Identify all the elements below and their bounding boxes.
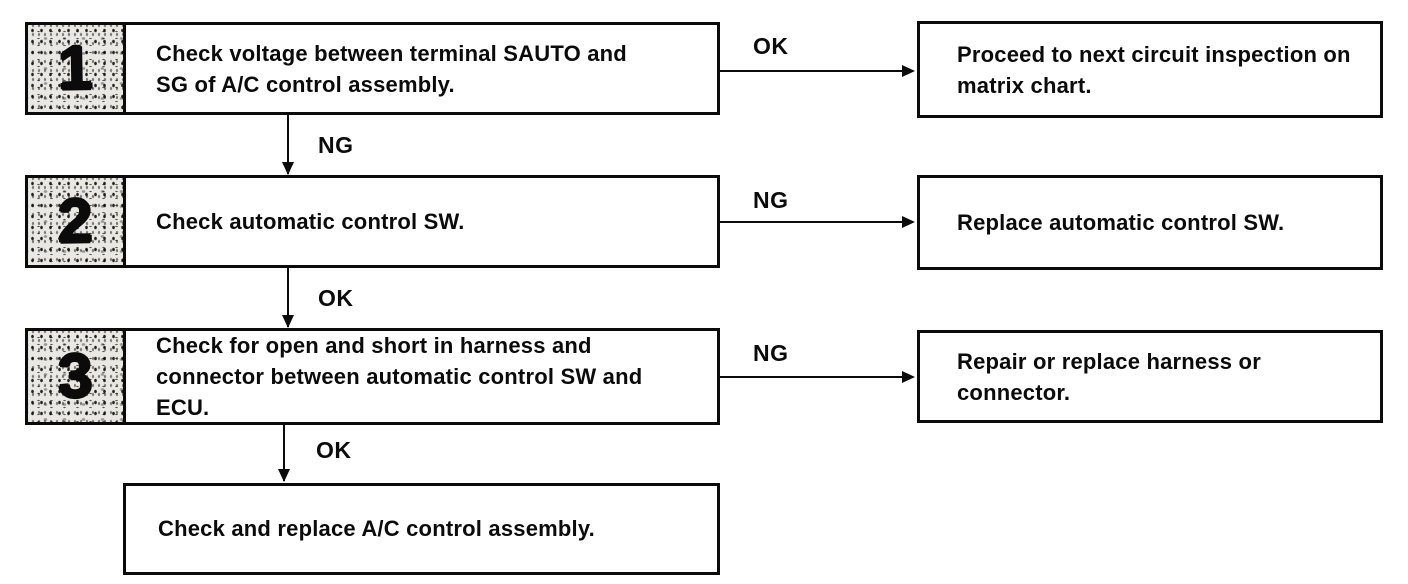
result1-text: Proceed to next circuit inspection on ma…	[957, 41, 1351, 98]
result2-text: Replace automatic control SW.	[957, 210, 1285, 235]
step3-number-badge: 3	[28, 331, 126, 422]
step2-down-label: OK	[318, 285, 354, 311]
step2-down-arrow	[282, 268, 294, 328]
final-action-box: Check and replace A/C control assembly.	[123, 483, 720, 575]
step2-box: 2 Check automatic control SW.	[25, 175, 720, 268]
step1-ok-arrow	[720, 65, 915, 77]
step1-down-arrow	[282, 115, 294, 175]
result3-box: Repair or replace harness or connector.	[917, 330, 1383, 423]
step3-down-arrow	[278, 425, 290, 482]
step1-side-label: OK	[753, 33, 789, 59]
step1-instruction: Check voltage between terminal SAUTO and…	[156, 40, 627, 97]
step3-ng-arrow	[720, 371, 915, 383]
step1-number: 1	[57, 33, 94, 103]
step2-ng-arrow	[720, 216, 915, 228]
step3-box: 3 Check for open and short in harness an…	[25, 328, 720, 425]
step3-side-label: NG	[753, 340, 789, 366]
step3-down-label: OK	[316, 437, 352, 463]
step2-number: 2	[57, 186, 94, 256]
step3-number: 3	[57, 341, 94, 411]
step3-instruction: Check for open and short in harness and …	[156, 333, 643, 420]
result1-box: Proceed to next circuit inspection on ma…	[917, 21, 1383, 118]
step2-side-label: NG	[753, 187, 789, 213]
step1-number-badge: 1	[28, 25, 126, 112]
step2-instruction: Check automatic control SW.	[156, 209, 465, 234]
step2-number-badge: 2	[28, 178, 126, 265]
result2-box: Replace automatic control SW.	[917, 175, 1383, 270]
result3-text: Repair or replace harness or connector.	[957, 348, 1261, 405]
step1-box: 1 Check voltage between terminal SAUTO a…	[25, 22, 720, 115]
final-action-text: Check and replace A/C control assembly.	[158, 516, 595, 541]
step1-down-label: NG	[318, 132, 354, 158]
